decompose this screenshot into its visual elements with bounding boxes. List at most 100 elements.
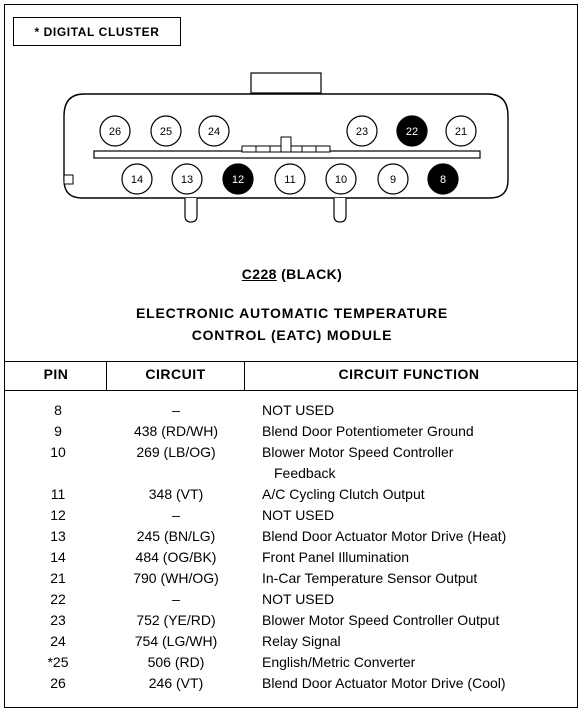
function-cell: NOT USED [262,402,335,418]
pin-cell: 21 [50,570,66,586]
pin-cell: 23 [50,612,66,628]
pin-21: 21 [445,115,477,147]
table-row: 8 – NOT USED [0,402,584,423]
pin-25: 25 [150,115,182,147]
table-row: 22 – NOT USED [0,591,584,612]
connector-label: C228 (BLACK) [0,266,584,282]
pin-cell: 10 [50,444,66,460]
pin-cavity [121,163,153,195]
function-cell: Relay Signal [262,633,341,649]
pin-8: 8 [427,163,459,195]
pin-cavity [99,115,131,147]
pin-number: 23 [356,126,368,138]
circuit-cell: 246 (VT) [148,675,204,691]
pin-cavity [171,163,203,195]
pin-cell: *25 [47,654,69,670]
pin-number: 12 [232,174,244,186]
pin-number: 21 [455,126,467,138]
table-top-divider [4,361,578,362]
pin-cell: 14 [50,549,66,565]
table-row: 13 245 (BN/LG) Blend Door Actuator Motor D… [0,528,584,549]
pin-cavity [325,163,357,195]
pin-cell: 11 [50,486,66,502]
pin-cell: 13 [50,528,66,544]
pin-cell: 8 [54,402,62,418]
pin-number: 24 [208,126,220,138]
pin-22: 22 [396,115,428,147]
pin-number: 8 [440,174,446,186]
pin-23: 23 [346,115,378,147]
pin-10: 10 [325,163,357,195]
circuit-cell: 754 (LG/WH) [134,633,218,649]
pin-number: 22 [406,126,418,138]
pin-cavity [198,115,230,147]
header-circuit-function: CIRCUIT FUNCTION [338,366,480,382]
pin-cavity [346,115,378,147]
circuit-cell: – [172,591,180,607]
pin-9: 9 [377,163,409,195]
function-cell: Front Panel Illumination [262,549,410,565]
pin-cavity [222,163,254,195]
pin-number: 26 [109,126,121,138]
function-cell: Blend Door Potentiometer Ground [262,423,474,439]
footnote-box: * DIGITAL CLUSTER [13,17,181,46]
pin-number: 13 [181,174,193,186]
module-title-line-1: ELECTRONIC AUTOMATIC TEMPERATURE [135,305,449,321]
pin-cell: 26 [50,675,66,691]
header-circuit: CIRCUIT [145,366,206,382]
pin-14: 14 [121,163,153,195]
table-row: 12 – NOT USED [0,507,584,528]
pin-cell: 22 [50,591,66,607]
pin-cavity [150,115,182,147]
function-cell: A/C Cycling Clutch Output [262,486,425,502]
pin-cavity [396,115,428,147]
connector-color: (BLACK) [281,266,343,282]
pin-cell: 12 [50,507,66,523]
table-row: 23 752 (YE/RD) Blower Motor Speed Controll… [0,612,584,633]
pin-number: 14 [131,174,143,186]
circuit-cell: 269 (LB/OG) [136,444,216,460]
circuit-cell: 438 (RD/WH) [133,423,218,439]
pin-number: 10 [335,174,347,186]
pin-26: 26 [99,115,131,147]
diagram-frame [4,4,578,708]
pin-12: 12 [222,163,254,195]
module-title: ELECTRONIC AUTOMATIC TEMPERATURE CONTROL… [0,302,584,346]
pin-cavity [445,115,477,147]
function-cell: Blower Motor Speed Controller Output [262,612,500,628]
connector-id: C228 [241,266,277,282]
table-row: 11 348 (VT) A/C Cycling Clutch Output [0,486,584,507]
function-cell: NOT USED [262,591,335,607]
pin-24: 24 [198,115,230,147]
circuit-cell: 245 (BN/LG) [136,528,216,544]
circuit-cell: 484 (OG/BK) [135,549,217,565]
table-row: 24 754 (LG/WH) Relay Signal [0,633,584,654]
column-divider-1 [106,361,107,391]
header-pin: PIN [43,366,69,382]
pin-cell: 24 [50,633,66,649]
function-cell: Blend Door Actuator Motor Drive (Heat) [262,528,507,544]
table-row: 14 484 (OG/BK) Front Panel Illumination [0,549,584,570]
circuit-cell: 348 (VT) [148,486,204,502]
function-cell: In-Car Temperature Sensor Output [262,570,478,586]
table-row: Feedback [0,465,584,486]
pin-11: 11 [274,163,306,195]
pin-cavity [274,163,306,195]
module-title-line-2: CONTROL (EATC) MODULE [191,327,393,343]
connector-latch [250,72,322,94]
circuit-cell: – [172,402,180,418]
column-divider-2 [244,361,245,391]
circuit-cell: – [172,507,180,523]
circuit-cell: 752 (YE/RD) [136,612,216,628]
pin-13: 13 [171,163,203,195]
function-cell: Feedback [274,465,336,481]
circuit-cell: 506 (RD) [147,654,205,670]
pin-cavity [427,163,459,195]
pin-number: 11 [284,174,295,186]
function-cell: NOT USED [262,507,335,523]
